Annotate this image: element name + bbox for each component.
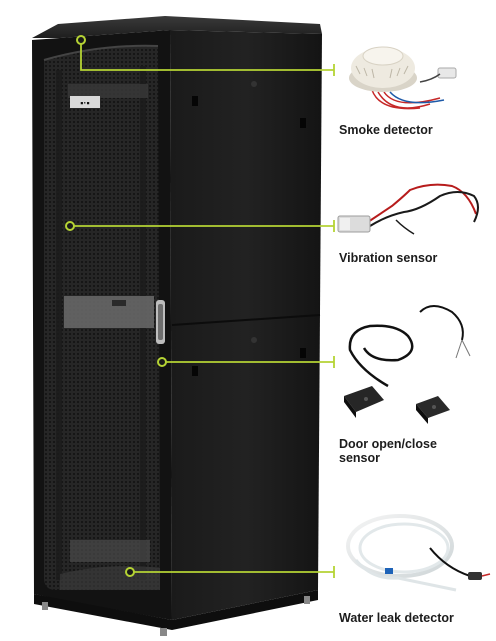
cabinet-base bbox=[34, 590, 318, 630]
water-leak-connector-blue bbox=[385, 568, 393, 574]
side-panel-seam bbox=[171, 314, 321, 326]
vibration-sensor-label: Vibration sensor bbox=[339, 251, 438, 265]
callout-line-smoke bbox=[80, 40, 334, 71]
door-sensor-wire-ends bbox=[455, 339, 471, 359]
callout-dot-door bbox=[157, 357, 167, 367]
side-panel-slot bbox=[192, 366, 198, 376]
side-panel-screw bbox=[251, 337, 257, 343]
water-leak-cable-tail bbox=[354, 559, 457, 592]
side-panel-screw bbox=[251, 81, 257, 87]
smoke-detector-top bbox=[362, 46, 404, 66]
vibration-sensor-face bbox=[340, 218, 350, 230]
door-sensor-label-line1: Door open/close bbox=[339, 437, 437, 451]
vibration-sensor-cable-red bbox=[367, 183, 477, 223]
cabinet-side-panel bbox=[170, 30, 322, 620]
eaton-logo-mark: ▪·▪ bbox=[80, 98, 89, 108]
water-leak-cable-loop-inner bbox=[358, 522, 450, 574]
smoke-detector-image bbox=[349, 46, 457, 110]
door-sensor-screw-hole bbox=[432, 405, 436, 409]
callout-dot-water bbox=[125, 567, 135, 577]
callout-dot-vibration bbox=[65, 221, 75, 231]
vibration-sensor-image bbox=[337, 183, 479, 235]
door-sensor-switch-side bbox=[416, 404, 428, 424]
door-sensor-screw-hole bbox=[364, 397, 368, 401]
smoke-detector-lead bbox=[419, 73, 441, 83]
server-rack-cabinet: ▪·▪ bbox=[32, 16, 322, 636]
lower-pdu bbox=[70, 540, 150, 562]
leveling-foot bbox=[42, 602, 48, 610]
door-sensor-cable bbox=[348, 324, 414, 388]
top-cable-bracket bbox=[68, 84, 148, 98]
smoke-detector-wire-blue bbox=[389, 91, 445, 104]
smoke-detector-connector bbox=[437, 67, 457, 79]
door-sensor-image bbox=[344, 305, 471, 424]
door-handle-grip bbox=[158, 304, 163, 340]
door-edge-highlight bbox=[43, 44, 159, 61]
door-sensor-cable-2 bbox=[419, 305, 464, 341]
water-leak-detector-label: Water leak detector bbox=[339, 611, 454, 625]
pdu-strip bbox=[64, 296, 154, 328]
vibration-sensor-cable-black bbox=[369, 191, 479, 227]
side-panel-slot bbox=[192, 96, 198, 106]
leveling-foot bbox=[160, 628, 167, 636]
rack-rail-left bbox=[56, 70, 62, 580]
eaton-logo bbox=[70, 96, 100, 108]
smoke-detector-label: Smoke detector bbox=[339, 123, 433, 137]
callout-dots bbox=[65, 35, 167, 577]
smoke-detector-vents bbox=[355, 65, 409, 79]
door-sensor-label: Door open/close sensor bbox=[339, 437, 437, 465]
door-sensor-label-line2: sensor bbox=[339, 451, 380, 465]
door-sensor-magnet-side bbox=[344, 396, 356, 418]
callout-dot-smoke bbox=[76, 35, 86, 45]
pdu-display bbox=[112, 300, 126, 306]
side-panel-slot bbox=[300, 348, 306, 358]
cabinet-roof bbox=[32, 16, 322, 38]
water-leak-terminal-wire bbox=[481, 573, 491, 577]
water-leak-detector-image bbox=[346, 514, 491, 592]
vibration-sensor-cable-loop bbox=[395, 219, 415, 235]
water-leak-black-lead bbox=[429, 547, 471, 577]
smoke-detector-wires bbox=[371, 89, 441, 110]
leveling-foot bbox=[304, 596, 310, 604]
callout-lines bbox=[70, 40, 335, 578]
water-leak-cable-loop bbox=[346, 514, 454, 578]
water-leak-terminal bbox=[468, 572, 482, 580]
side-panel-slot bbox=[300, 118, 306, 128]
